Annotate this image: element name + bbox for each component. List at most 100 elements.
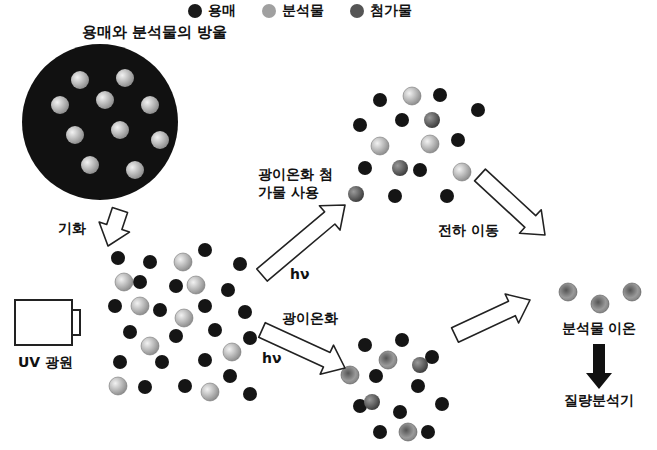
solvent-dot <box>358 161 372 175</box>
analyte-dot <box>81 156 99 174</box>
solvent-dot <box>123 325 137 339</box>
instrument-box: 질량분석기 <box>564 392 634 410</box>
solvent-dot <box>373 93 387 107</box>
analyte-dot <box>141 96 159 114</box>
solvent-dot <box>388 189 402 203</box>
annotation-label: 기화 <box>58 220 86 238</box>
analyte-dot <box>175 309 193 327</box>
uv-lamp-window <box>72 310 80 335</box>
ion-dot <box>623 283 641 301</box>
analyte-dot <box>371 137 389 155</box>
node-text: 질량분석기 <box>564 392 634 410</box>
hollow-arrow <box>259 323 345 375</box>
dopant-dot <box>364 394 380 410</box>
annotation-label: 광이온화 첨가물 사용 <box>258 166 342 201</box>
solvent-dot <box>138 380 152 394</box>
analyte-dot <box>223 343 241 361</box>
solvent-dot <box>198 353 212 367</box>
solvent-dot <box>208 323 222 337</box>
solvent-dot <box>111 251 125 265</box>
legend-text: 용매 <box>208 2 236 20</box>
solvent-dot <box>369 369 383 383</box>
solvent-dot <box>243 387 257 401</box>
ion-dot <box>591 295 609 313</box>
node-text: 분석물 이온 <box>545 320 653 338</box>
solid-arrow <box>586 344 612 389</box>
solvent-dot <box>413 163 427 177</box>
solvent-dot <box>178 379 192 393</box>
solvent-dot <box>198 299 212 313</box>
solvent-dot <box>169 329 183 343</box>
analyte-dot <box>51 96 69 114</box>
analyte-dot <box>115 273 133 291</box>
legend-swatch <box>188 4 202 18</box>
ion-dot <box>399 423 417 441</box>
droplet-circle <box>22 44 178 200</box>
legend-item: 용매 <box>188 2 236 20</box>
uv-lamp <box>15 300 72 345</box>
solvent-dot <box>169 279 183 293</box>
hollow-arrow <box>452 294 530 342</box>
legend-item: 분석물 <box>262 2 324 20</box>
dopant-dot <box>348 186 364 202</box>
ion-cloud: 분석물 이온 <box>545 280 653 342</box>
droplet-outline <box>20 23 250 203</box>
dopant-dot <box>392 160 408 176</box>
solvent-dot <box>108 299 122 313</box>
legend-text: 첨가물 <box>370 2 412 20</box>
analyte-dot <box>421 135 439 153</box>
solvent-dot <box>451 133 465 147</box>
solvent-dot <box>353 118 367 132</box>
solvent-dot <box>223 369 237 383</box>
annotation-label: UV 광원 <box>18 354 73 372</box>
solvent-dot <box>435 397 449 411</box>
solvent-dot <box>221 283 235 297</box>
legend: 용매 분석물 첨가물 <box>188 2 438 20</box>
solvent-dot <box>243 331 257 345</box>
solvent-dot <box>153 303 167 317</box>
analyte-dot <box>109 377 127 395</box>
solvent-dot <box>373 425 387 439</box>
ion-dot <box>379 351 397 369</box>
dopant-dot <box>412 357 428 373</box>
solvent-dot <box>233 257 247 271</box>
legend-text: 분석물 <box>282 2 324 20</box>
solvent-dot <box>433 88 447 102</box>
annotation-label: hν <box>290 266 310 284</box>
analyte-dot <box>174 253 192 271</box>
analyte-dot <box>116 69 134 87</box>
analyte-dot <box>453 163 471 181</box>
hollow-arrow <box>99 208 129 247</box>
analyte-dot <box>187 276 205 294</box>
analyte-dot <box>71 71 89 89</box>
analyte-dot <box>96 91 114 109</box>
droplet: 용매와 분석물의 방울 <box>20 23 250 203</box>
solvent-dot <box>133 275 147 289</box>
legend-item: 첨가물 <box>350 2 412 20</box>
solvent-dot <box>198 243 212 257</box>
analyte-dot <box>141 337 159 355</box>
annotation-label: 전하 이동 <box>438 222 499 240</box>
legend-swatch <box>350 4 364 18</box>
annotation-label: 광이온화 <box>282 310 338 328</box>
analyte-dot <box>131 297 149 315</box>
solvent-dot <box>155 355 169 369</box>
annotation-label: hν <box>262 350 282 368</box>
solvent-dot <box>393 405 407 419</box>
ion-dot <box>559 283 577 301</box>
solvent-dot <box>421 425 435 439</box>
analyte-dot <box>201 383 219 401</box>
solvent-dot <box>358 338 372 352</box>
analyte-dot <box>151 131 169 149</box>
solvent-dot <box>411 379 425 393</box>
solvent-dot <box>238 305 252 319</box>
node-text: 용매와 분석물의 방울 <box>82 23 250 42</box>
analyte-dot <box>66 126 84 144</box>
analyte-dot <box>111 121 129 139</box>
legend-swatch <box>262 4 276 18</box>
solvent-dot <box>471 103 485 117</box>
solvent-dot <box>395 113 409 127</box>
solvent-dot <box>395 333 409 347</box>
dopant-dot <box>424 112 440 128</box>
solvent-dot <box>440 189 454 203</box>
